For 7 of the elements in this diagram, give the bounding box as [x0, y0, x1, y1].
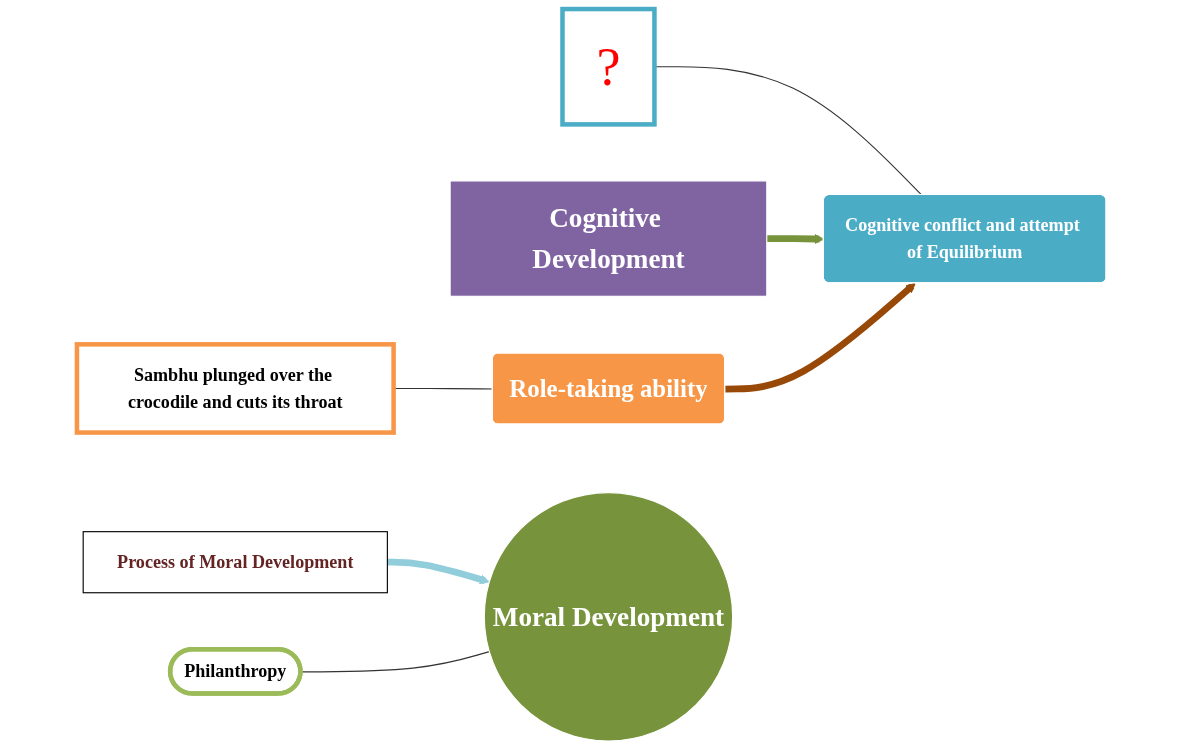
node-box: ? — [560, 6, 657, 127]
node-circle: Moral Development — [483, 492, 734, 742]
arrow — [725, 282, 916, 393]
arrow — [387, 558, 490, 585]
node-box: Cognitive Development — [449, 180, 768, 297]
node-box: Process of Moral Development — [82, 531, 388, 594]
node-box: Sambhu plunged over the crocodile and cuts its throat — [74, 342, 396, 435]
